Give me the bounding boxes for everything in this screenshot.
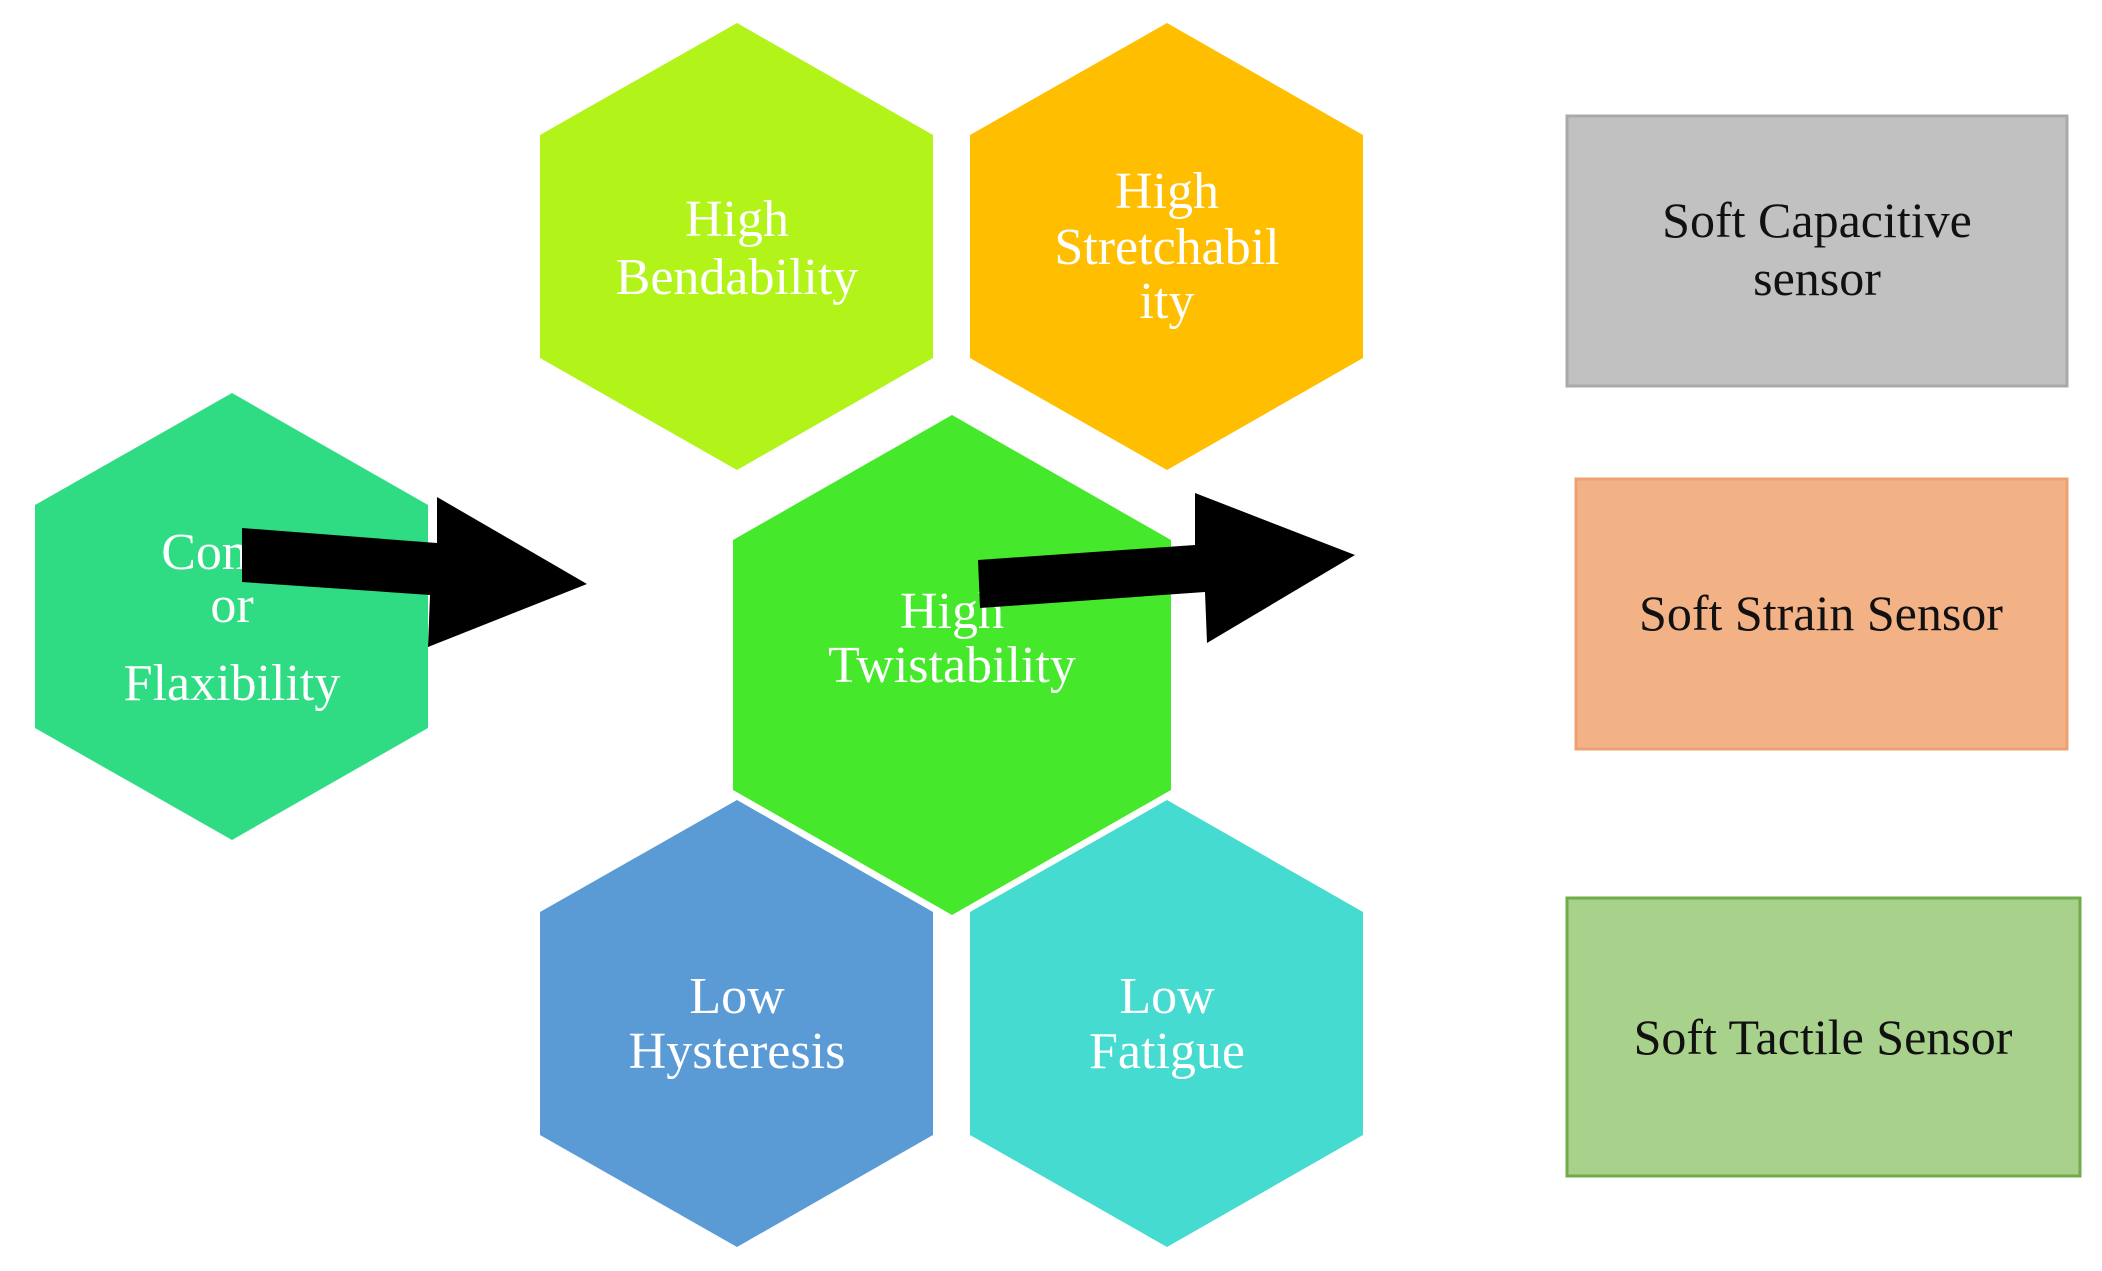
hexagon-fatigue: Low Fatigue	[970, 800, 1363, 1247]
hexagon-hysteresis-line-2: Hysteresis	[629, 1023, 846, 1080]
hexagon-fatigue-shape	[970, 800, 1363, 1247]
box-soft-tactile-sensor-rect	[1565, 896, 2082, 1178]
hexagon-bendability-line-1: High	[685, 191, 789, 248]
hexagon-fatigue-line-1: Low	[1119, 968, 1215, 1025]
box-soft-strain-sensor: Soft Strain Sensor	[1574, 477, 2069, 751]
hexagon-stretchability-line-2: Stretchabil	[1054, 219, 1279, 276]
box-soft-tactile-sensor: Soft Tactile Sensor	[1565, 896, 2082, 1178]
hexagon-bendability: High Bendability	[540, 23, 933, 470]
hexagon-hysteresis-line-1: Low	[689, 968, 785, 1025]
box-soft-capacitive-sensor-rect	[1565, 114, 2069, 388]
hexagon-compliance: Compl or Flaxibility	[35, 393, 428, 840]
box-soft-tactile-sensor-line-1: Soft Tactile Sensor	[1634, 1009, 2013, 1065]
box-soft-capacitive-sensor-line-2: sensor	[1753, 250, 1881, 306]
hexagon-twistability-line-2: Twistability	[828, 637, 1076, 694]
hexagon-stretchability-line-3: ity	[1140, 273, 1195, 330]
hexagon-compliance-line-3: Flaxibility	[124, 655, 341, 712]
hexagon-twistability-shape	[733, 415, 1171, 915]
hexagon-twistability: High Twistability	[733, 415, 1171, 915]
hexagon-bendability-shape	[540, 23, 933, 470]
hexagon-fatigue-line-2: Fatigue	[1089, 1023, 1245, 1080]
box-soft-strain-sensor-line-1: Soft Strain Sensor	[1639, 585, 2003, 641]
hexagon-stretchability: High Stretchabil ity	[970, 23, 1363, 470]
box-soft-capacitive-sensor: Soft Capacitive sensor	[1565, 114, 2069, 388]
hexagon-stretchability-line-1: High	[1115, 163, 1219, 220]
hexagon-compliance-line-2: or	[210, 577, 253, 634]
hexagon-hysteresis: Low Hysteresis	[540, 800, 933, 1247]
arrow-left-to-center	[242, 497, 587, 647]
hexagon-hysteresis-shape	[540, 800, 933, 1247]
box-soft-capacitive-sensor-line-1: Soft Capacitive	[1662, 192, 1972, 248]
box-soft-strain-sensor-rect	[1574, 477, 2069, 751]
hexagon-stretchability-shape	[970, 23, 1363, 470]
arrow-center-to-sensors	[978, 493, 1355, 643]
hexagon-compliance-shape	[35, 393, 428, 840]
hexagon-bendability-line-2: Bendability	[616, 249, 859, 306]
